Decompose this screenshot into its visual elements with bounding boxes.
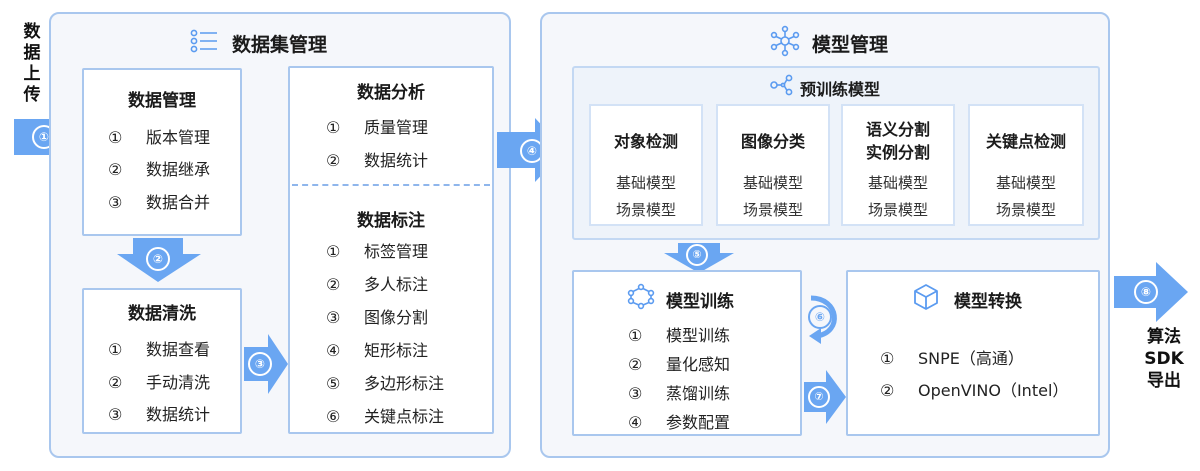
pretrained-card-title: 图像分类 (740, 132, 805, 151)
model-conversion-title: 模型转换 (954, 292, 1022, 312)
step-arrow-6-loop (809, 295, 837, 344)
pretrained-card-item: 场景模型 (867, 201, 928, 219)
pretrained-card-item: 场景模型 (995, 201, 1056, 219)
data-management-card (82, 68, 242, 236)
pretrained-card-item: 基础模型 (615, 174, 676, 192)
step-badge-7: ⑦ (808, 386, 830, 408)
model-conversion-card (846, 270, 1100, 436)
data-cleaning-card (82, 288, 242, 434)
pretrained-card-item: 基础模型 (742, 174, 803, 192)
upload-label-char: 数 (23, 22, 41, 42)
sdk-export-line: SDK (1144, 349, 1184, 369)
sdk-export-line: 导出 (1147, 371, 1181, 391)
step-badge-2: ② (146, 247, 170, 271)
upload-label-char: 上 (23, 64, 41, 84)
model-training-card (572, 270, 802, 436)
upload-label-char: 传 (23, 85, 41, 105)
pretrained-card-title: 语义分割 (865, 120, 930, 139)
data-management-title: 数据管理 (128, 91, 196, 111)
list-icon (190, 29, 217, 53)
pretrained-card-object-detection (589, 104, 703, 226)
upload-label: 数 据 上 传 (14, 22, 50, 106)
pretrained-card-title: 实例分割 (865, 143, 930, 162)
pretrained-card-image-classification (716, 104, 830, 226)
data-analysis-labeling-card (288, 66, 494, 434)
data-labeling-title: 数据标注 (357, 211, 425, 231)
pretrained-card-item: 基础模型 (995, 174, 1056, 192)
network-icon (770, 25, 800, 57)
dataset-panel-title: 数据集管理 (232, 34, 328, 56)
pretrained-card-title: 关键点检测 (985, 132, 1066, 151)
upload-label-char: 据 (23, 43, 41, 63)
hexagon-network-icon (627, 283, 655, 310)
model-training-title: 模型训练 (666, 292, 734, 312)
step-badge-3: ③ (248, 352, 272, 376)
model-panel-title: 模型管理 (812, 34, 889, 56)
step-badge-6: ⑥ (808, 305, 832, 329)
sdk-export-label: 算法 SDK 导出 (1136, 326, 1192, 392)
cube-icon (914, 284, 938, 310)
step-badge-8: ⑧ (1134, 280, 1158, 304)
divider (292, 184, 490, 186)
pretrained-card-keypoint (968, 104, 1084, 226)
share-icon (770, 74, 793, 96)
pretrained-card-item: 场景模型 (742, 201, 803, 219)
sdk-export-line: 算法 (1147, 327, 1181, 347)
pretrained-title: 预训练模型 (800, 80, 881, 99)
data-cleaning-title: 数据清洗 (128, 304, 196, 324)
pretrained-card-item: 基础模型 (867, 174, 928, 192)
pretrained-card-title: 对象检测 (613, 132, 678, 151)
pretrained-card-segmentation (841, 104, 955, 226)
data-analysis-title: 数据分析 (357, 83, 425, 103)
pretrained-card-item: 场景模型 (615, 201, 676, 219)
step-badge-5: ⑤ (686, 244, 708, 266)
